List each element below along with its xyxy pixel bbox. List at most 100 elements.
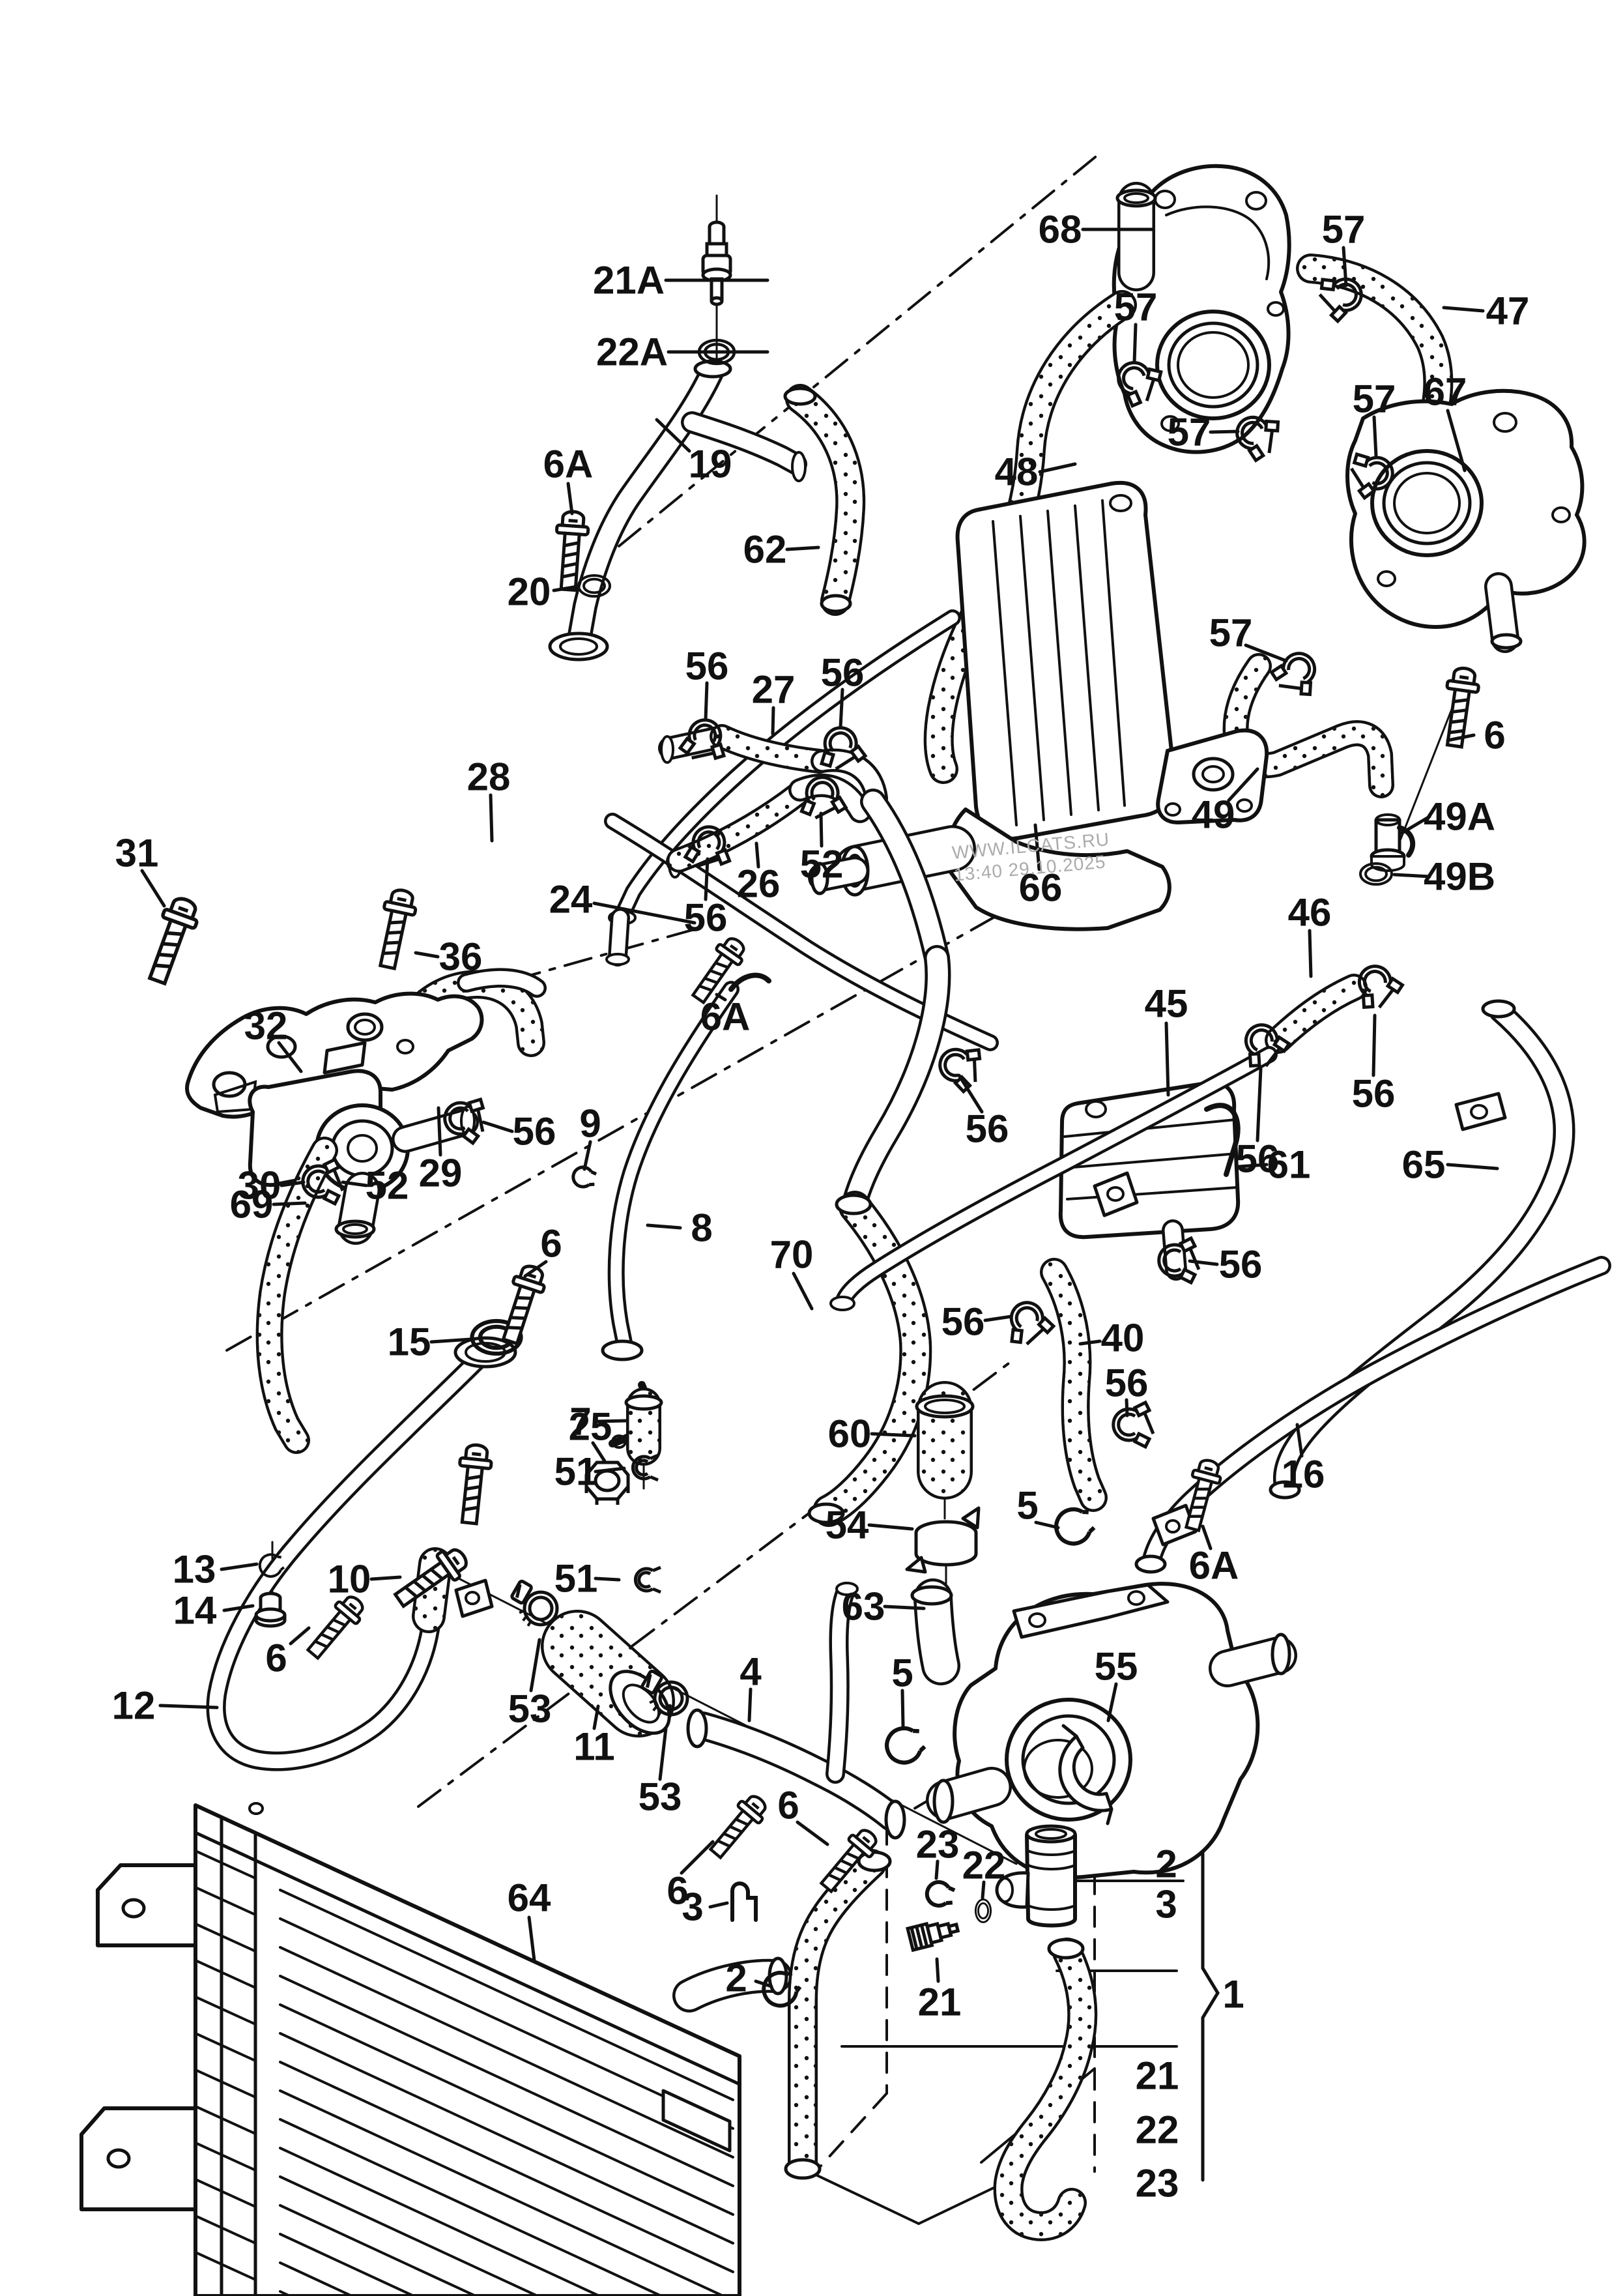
- leader-line: [1164, 1021, 1170, 1097]
- pipe-fill: [610, 983, 737, 1348]
- part-label-51: 51: [554, 1557, 598, 1601]
- detail-line: [279, 2032, 734, 2245]
- hose-texture: [1042, 1260, 1105, 1509]
- part-label-65: 65: [1402, 1143, 1446, 1187]
- part-label-13: 13: [173, 1548, 216, 1591]
- part-ellipse: [559, 637, 598, 656]
- detail-line: [279, 2147, 601, 2296]
- detail-line: [1074, 504, 1100, 811]
- leader-line: [341, 1180, 368, 1187]
- part-label-54: 54: [826, 1504, 869, 1547]
- leader-line: [1227, 767, 1259, 802]
- pipe-fill: [394, 1111, 476, 1150]
- part-label-46: 46: [1288, 891, 1332, 935]
- part-ellipse: [783, 386, 817, 406]
- part-label-70: 70: [770, 1233, 814, 1277]
- part-ellipse: [791, 451, 807, 482]
- leader-line: [704, 857, 710, 901]
- oring-symbol: [882, 1723, 928, 1767]
- leader-line: [1132, 323, 1138, 364]
- cs-symbol: [1268, 645, 1327, 701]
- part-ellipse: [1493, 412, 1517, 433]
- leader-line: [566, 482, 574, 516]
- pipe-fill: [916, 1581, 958, 1683]
- part-label-69: 69: [230, 1183, 274, 1227]
- part-label-6: 6: [540, 1222, 562, 1266]
- leader-line: [1446, 409, 1467, 472]
- part-label-56: 56: [966, 1107, 1009, 1151]
- detail-line: [279, 1975, 734, 2187]
- leader-line: [1256, 1067, 1263, 1142]
- part-label-25: 25: [569, 1405, 612, 1449]
- detail-line: [279, 2290, 291, 2296]
- leader-line: [819, 811, 824, 848]
- part-ellipse: [1470, 1104, 1488, 1120]
- leader-line: [1237, 1163, 1269, 1169]
- leader-line: [792, 1272, 814, 1311]
- part-label-14: 14: [173, 1589, 217, 1633]
- part-ellipse: [1267, 301, 1285, 317]
- part-label-51: 51: [554, 1450, 598, 1494]
- detail-line: [1165, 205, 1271, 280]
- leader-line: [754, 841, 760, 869]
- part-ellipse: [693, 359, 732, 379]
- part-label-56: 56: [1219, 1243, 1263, 1286]
- part-label-52: 52: [366, 1164, 409, 1208]
- part-ellipse: [346, 1012, 384, 1042]
- leader-line: [658, 1726, 668, 1781]
- part-label-56: 56: [1236, 1137, 1280, 1181]
- detail-line: [194, 2178, 257, 2208]
- leader-line: [1033, 823, 1041, 871]
- plug-symbol: [256, 1593, 285, 1626]
- part-label-2: 2: [725, 1956, 747, 2000]
- part-label-56: 56: [1352, 1072, 1396, 1116]
- part-ellipse: [548, 632, 609, 661]
- part-ellipse: [465, 1591, 480, 1605]
- detail-line: [279, 1946, 734, 2158]
- leader-line: [1392, 873, 1431, 879]
- detail-line: [1106, 1807, 1113, 1825]
- part-drawings-layer: [79, 150, 1611, 2296]
- leader-line: [529, 1638, 541, 1693]
- pipe-outline: [1142, 1256, 1611, 1569]
- detail-line: [1065, 1152, 1238, 1169]
- detail-line: [194, 2105, 257, 2135]
- leader-line: [272, 1201, 307, 1206]
- part-ellipse: [1047, 1938, 1085, 1960]
- detail-line: [1398, 688, 1461, 843]
- detail-line: [1201, 1805, 1220, 2182]
- part-label-5: 5: [891, 1651, 913, 1695]
- part-ellipse: [1177, 331, 1250, 399]
- leader-line: [582, 1140, 592, 1171]
- leader-line: [983, 1315, 1013, 1322]
- part-label-23: 23: [916, 1823, 960, 1867]
- part-ellipse: [248, 1802, 264, 1815]
- pipe-fill: [683, 414, 805, 472]
- part-label-63: 63: [842, 1585, 885, 1629]
- part-label-56: 56: [941, 1300, 985, 1344]
- leader-line: [552, 585, 579, 592]
- detail-line: [279, 2118, 663, 2296]
- part-label-30: 30: [238, 1164, 281, 1208]
- part-label-6: 6: [1484, 714, 1505, 757]
- pipe-fill: [1211, 1639, 1295, 1685]
- part-label-19: 19: [689, 443, 732, 486]
- leader-line: [796, 1820, 829, 1846]
- leader-line: [594, 1466, 626, 1474]
- leader-line: [527, 1915, 536, 1962]
- part-ellipse: [1109, 494, 1132, 512]
- part-ellipse: [810, 862, 829, 895]
- part-ellipse: [622, 1683, 661, 1724]
- part-ellipse: [1085, 1100, 1107, 1118]
- pipe-fill: [675, 1962, 790, 2010]
- part-ellipse: [1201, 765, 1225, 783]
- part-label-11: 11: [573, 1725, 614, 1769]
- leader-line: [220, 1562, 259, 1571]
- cs-symbol: [934, 1039, 986, 1094]
- detail-line: [1027, 1864, 1076, 1870]
- leader-line: [369, 1575, 402, 1581]
- part-label-21: 21: [918, 1981, 962, 2024]
- part-label-6: 6: [777, 1784, 799, 1827]
- part-label-56: 56: [685, 645, 729, 688]
